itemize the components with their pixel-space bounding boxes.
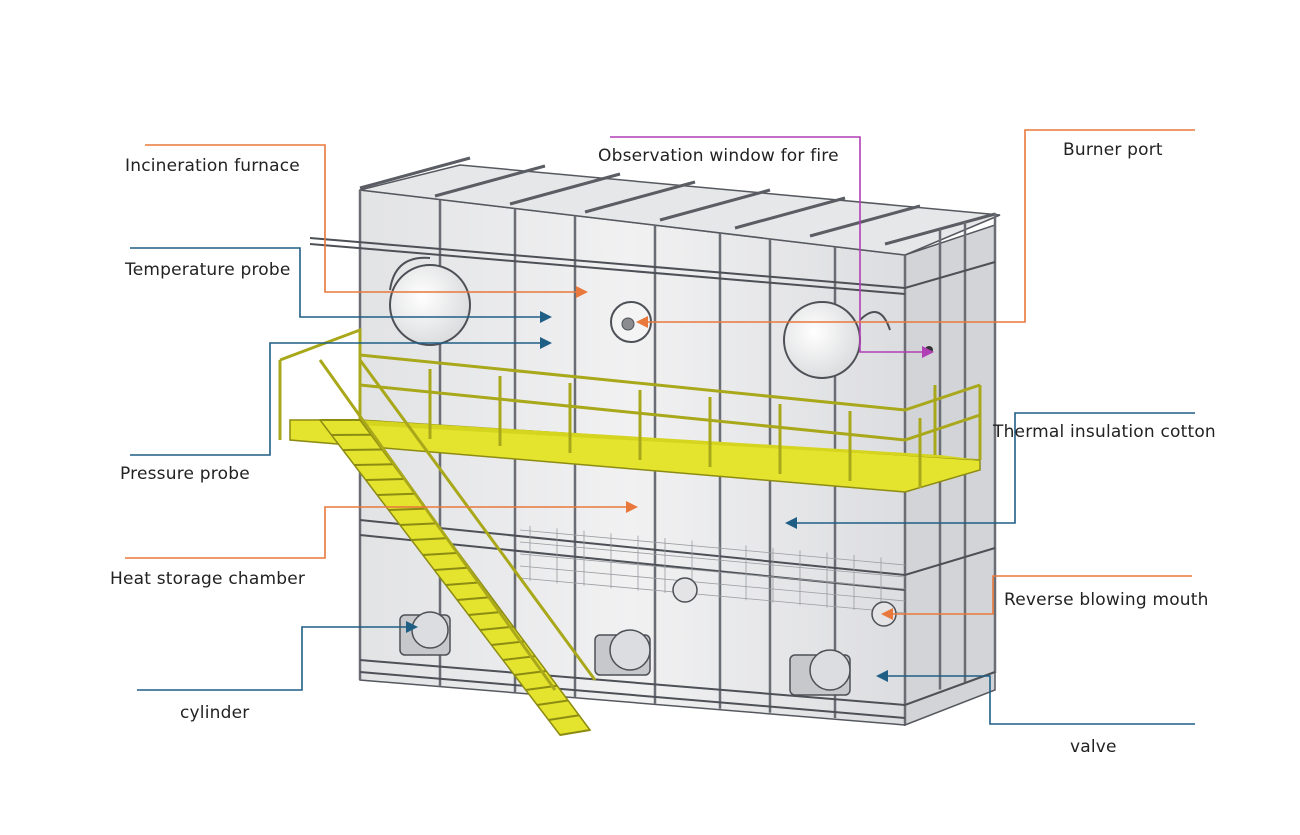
label-observation-window: Observation window for fire [598,146,839,166]
label-burner-port: Burner port [1063,140,1163,160]
label-cylinder: cylinder [180,703,249,723]
label-valve: valve [1070,737,1117,757]
label-incineration-furnace: Incineration furnace [125,156,300,176]
label-thermal-insulation-cotton: Thermal insulation cotton [993,422,1216,442]
label-reverse-blowing-mouth: Reverse blowing mouth [1004,590,1209,610]
stair-step [366,479,404,480]
label-temperature-probe: Temperature probe [125,260,291,280]
stair-step [354,464,393,465]
label-pressure-probe: Pressure probe [120,464,250,484]
label-heat-storage-chamber: Heat storage chamber [110,569,305,589]
stair-step [377,494,415,495]
stair-step [389,509,426,510]
